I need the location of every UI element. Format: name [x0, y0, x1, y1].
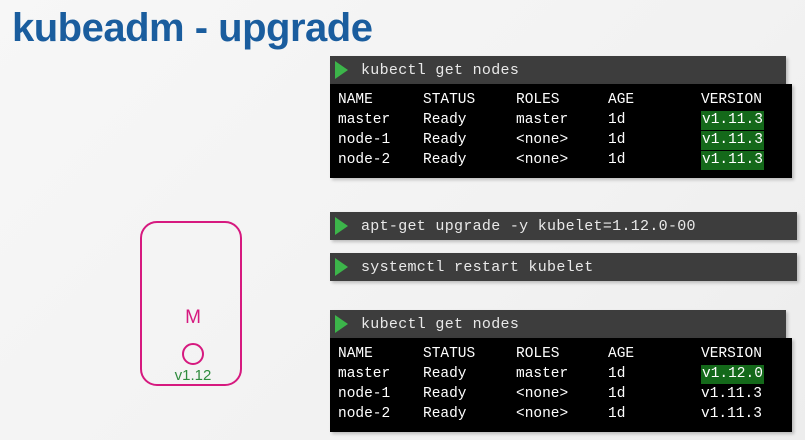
- terminal-before-upgrade: kubectl get nodes NAME STATUS ROLES AGE …: [330, 56, 792, 178]
- table-row: master Ready master 1d v1.12.0: [330, 364, 792, 384]
- kubelet-circle-icon: [182, 343, 204, 365]
- cell-version: v1.11.3: [701, 151, 764, 170]
- play-icon: [335, 217, 348, 235]
- terminal-command-bar[interactable]: kubectl get nodes: [330, 310, 786, 338]
- table-row: node-2 Ready <none> 1d v1.11.3: [330, 404, 792, 424]
- column-header-name: NAME: [338, 92, 373, 108]
- table-header-row: NAME STATUS ROLES AGE VERSION: [330, 344, 792, 364]
- cell-status: Ready: [423, 152, 467, 168]
- node-version-label: v1.12: [174, 367, 212, 384]
- cell-age: 1d: [608, 112, 626, 128]
- column-header-roles: ROLES: [516, 92, 560, 108]
- cell-name: node-1: [338, 386, 391, 402]
- terminal-command-bar[interactable]: systemctl restart kubelet: [330, 253, 797, 281]
- cell-status: Ready: [423, 132, 467, 148]
- play-icon: [335, 258, 348, 276]
- terminal-command-bar[interactable]: apt-get upgrade -y kubelet=1.12.0-00: [330, 212, 797, 240]
- cell-roles: <none>: [516, 406, 569, 422]
- column-header-age: AGE: [608, 346, 635, 362]
- cell-version: v1.11.3: [701, 131, 764, 150]
- cell-name: master: [338, 112, 391, 128]
- cell-age: 1d: [608, 406, 626, 422]
- column-header-age: AGE: [608, 92, 635, 108]
- cell-roles: master: [516, 366, 569, 382]
- column-header-version: VERSION: [701, 92, 762, 108]
- node-letter-label: M: [185, 307, 201, 328]
- terminal-command-bar[interactable]: kubectl get nodes: [330, 56, 786, 84]
- terminal-command-text: apt-get upgrade -y kubelet=1.12.0-00: [361, 217, 696, 235]
- cell-roles: <none>: [516, 132, 569, 148]
- terminal-after-upgrade: kubectl get nodes NAME STATUS ROLES AGE …: [330, 310, 792, 432]
- cell-age: 1d: [608, 132, 626, 148]
- column-header-status: STATUS: [423, 346, 476, 362]
- table-row: node-2 Ready <none> 1d v1.11.3: [330, 150, 792, 170]
- page-title: kubeadm - upgrade: [12, 6, 373, 50]
- cell-roles: <none>: [516, 152, 569, 168]
- cell-version: v1.12.0: [701, 365, 764, 384]
- cell-version: v1.11.3: [701, 406, 762, 422]
- table-row: node-1 Ready <none> 1d v1.11.3: [330, 384, 792, 404]
- terminal-output: NAME STATUS ROLES AGE VERSION master Rea…: [330, 84, 792, 178]
- cell-name: node-1: [338, 132, 391, 148]
- column-header-roles: ROLES: [516, 346, 560, 362]
- table-header-row: NAME STATUS ROLES AGE VERSION: [330, 90, 792, 110]
- cell-roles: <none>: [516, 386, 569, 402]
- table-row: master Ready master 1d v1.11.3: [330, 110, 792, 130]
- cell-status: Ready: [423, 406, 467, 422]
- cell-status: Ready: [423, 112, 467, 128]
- cell-age: 1d: [608, 386, 626, 402]
- play-icon: [335, 61, 348, 79]
- cell-status: Ready: [423, 386, 467, 402]
- terminal-output: NAME STATUS ROLES AGE VERSION master Rea…: [330, 338, 792, 432]
- cell-name: node-2: [338, 152, 391, 168]
- terminal-command-text: kubectl get nodes: [361, 315, 520, 333]
- command-systemctl-restart: systemctl restart kubelet: [330, 253, 797, 281]
- column-header-name: NAME: [338, 346, 373, 362]
- terminal-command-text: kubectl get nodes: [361, 61, 520, 79]
- column-header-status: STATUS: [423, 92, 476, 108]
- cell-version: v1.11.3: [701, 111, 764, 130]
- cell-version: v1.11.3: [701, 386, 762, 402]
- cell-status: Ready: [423, 366, 467, 382]
- cell-age: 1d: [608, 366, 626, 382]
- cell-name: node-2: [338, 406, 391, 422]
- column-header-version: VERSION: [701, 346, 762, 362]
- command-apt-get-upgrade: apt-get upgrade -y kubelet=1.12.0-00: [330, 212, 797, 240]
- master-node-box: M v1.12: [140, 221, 242, 386]
- terminal-command-text: systemctl restart kubelet: [361, 258, 594, 276]
- table-row: node-1 Ready <none> 1d v1.11.3: [330, 130, 792, 150]
- cell-age: 1d: [608, 152, 626, 168]
- play-icon: [335, 315, 348, 333]
- cell-name: master: [338, 366, 391, 382]
- cell-roles: master: [516, 112, 569, 128]
